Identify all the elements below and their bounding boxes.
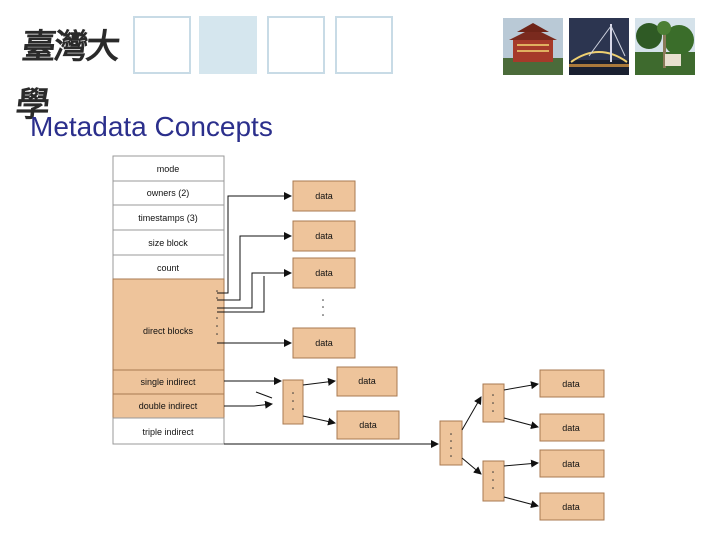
inode-table: mode owners (2) timestamps (3) size bloc… — [112, 155, 225, 445]
inode-field-triple-box — [112, 417, 225, 445]
inode-field-mode-box — [112, 155, 225, 182]
palm-trees-photo — [635, 18, 695, 75]
data-label: data — [359, 420, 377, 430]
inode-field-count: count — [157, 263, 180, 273]
inode-field-owners-box — [112, 180, 225, 206]
inode-field-direct-box — [112, 278, 225, 371]
direct-ellipsis — [216, 290, 218, 335]
night-bridge-photo — [569, 18, 629, 75]
data-label: data — [315, 268, 333, 278]
direct-pointer-arrows — [217, 192, 292, 347]
inode-field-owners: owners (2) — [147, 188, 190, 198]
double-indirect-chain — [224, 391, 273, 409]
data-label: data — [562, 459, 580, 469]
inode-field-double-indirect: double indirect — [139, 401, 198, 411]
data-label: data — [315, 231, 333, 241]
direct-data-blocks: data data data data — [292, 180, 356, 359]
decor-square — [335, 16, 393, 74]
inode-field-single-box — [112, 369, 225, 395]
data-label: data — [358, 376, 376, 386]
inode-field-timestamps-box — [112, 204, 225, 231]
data-label: data — [562, 379, 580, 389]
data-ellipsis — [322, 299, 324, 316]
inode-field-single-indirect: single indirect — [140, 377, 196, 387]
data-label: data — [562, 502, 580, 512]
decor-square — [133, 16, 191, 74]
inode-field-count-box — [112, 254, 225, 280]
inode-field-size-block: size block — [148, 238, 188, 248]
decor-square — [267, 16, 325, 74]
inode-field-size-box — [112, 229, 225, 256]
triple-indirect-chain: data data data data — [224, 369, 605, 521]
inode-field-mode: mode — [157, 164, 180, 174]
data-label: data — [562, 423, 580, 433]
building-photo — [503, 18, 563, 75]
decor-square — [199, 16, 257, 74]
inode-field-direct-blocks: direct blocks — [143, 326, 194, 336]
inode-field-triple-indirect: triple indirect — [142, 427, 194, 437]
data-label: data — [315, 338, 333, 348]
data-label: data — [315, 191, 333, 201]
page-title: Metadata Concepts — [30, 111, 273, 142]
inode-field-timestamps: timestamps (3) — [138, 213, 198, 223]
single-indirect-chain: data data — [224, 366, 400, 440]
inode-field-double-box — [112, 393, 225, 419]
